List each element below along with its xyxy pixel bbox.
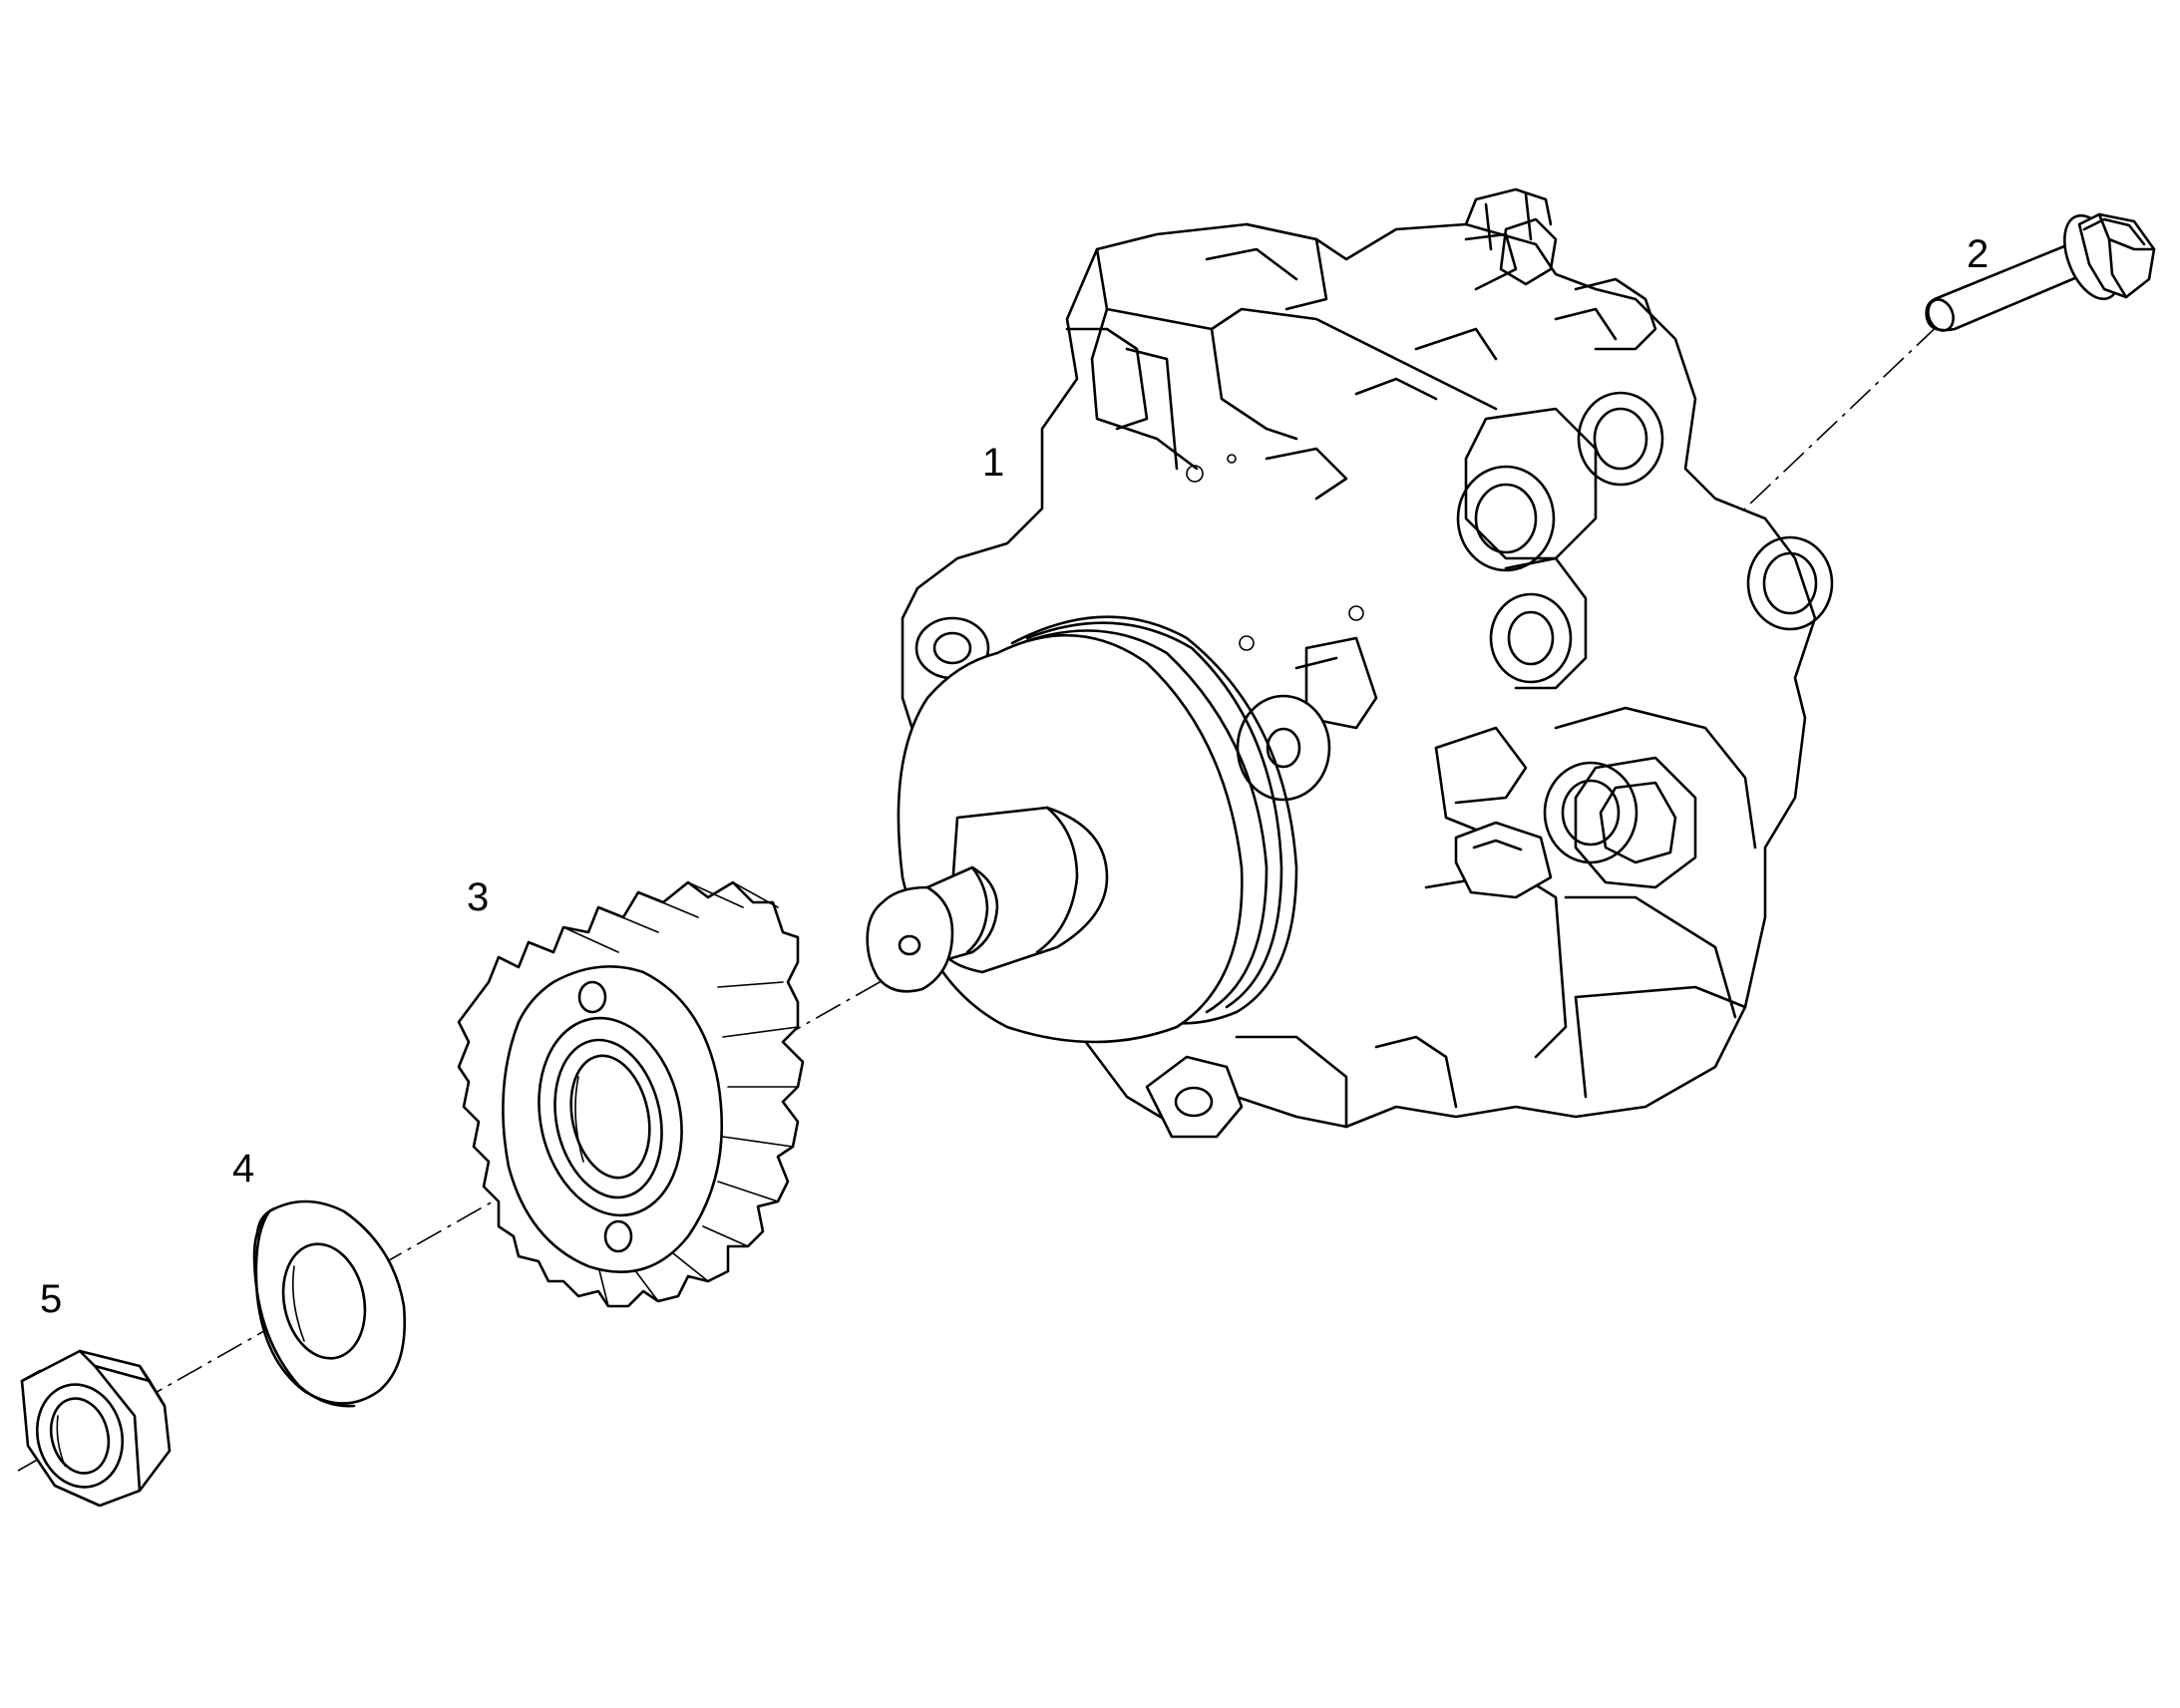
callout-5: 5 bbox=[40, 1277, 62, 1321]
callout-labels: 1 2 3 4 5 bbox=[40, 232, 1989, 1321]
callout-1: 1 bbox=[982, 441, 1004, 485]
callout-3: 3 bbox=[467, 875, 489, 919]
callout-2: 2 bbox=[1967, 232, 1989, 276]
flange-bolt[interactable] bbox=[1924, 207, 2156, 334]
drive-gear[interactable] bbox=[457, 880, 805, 1308]
washer[interactable] bbox=[252, 1199, 406, 1408]
callout-4: 4 bbox=[232, 1147, 254, 1191]
hex-nut[interactable] bbox=[20, 1349, 172, 1508]
fuel-injection-pump[interactable] bbox=[866, 187, 1834, 1139]
